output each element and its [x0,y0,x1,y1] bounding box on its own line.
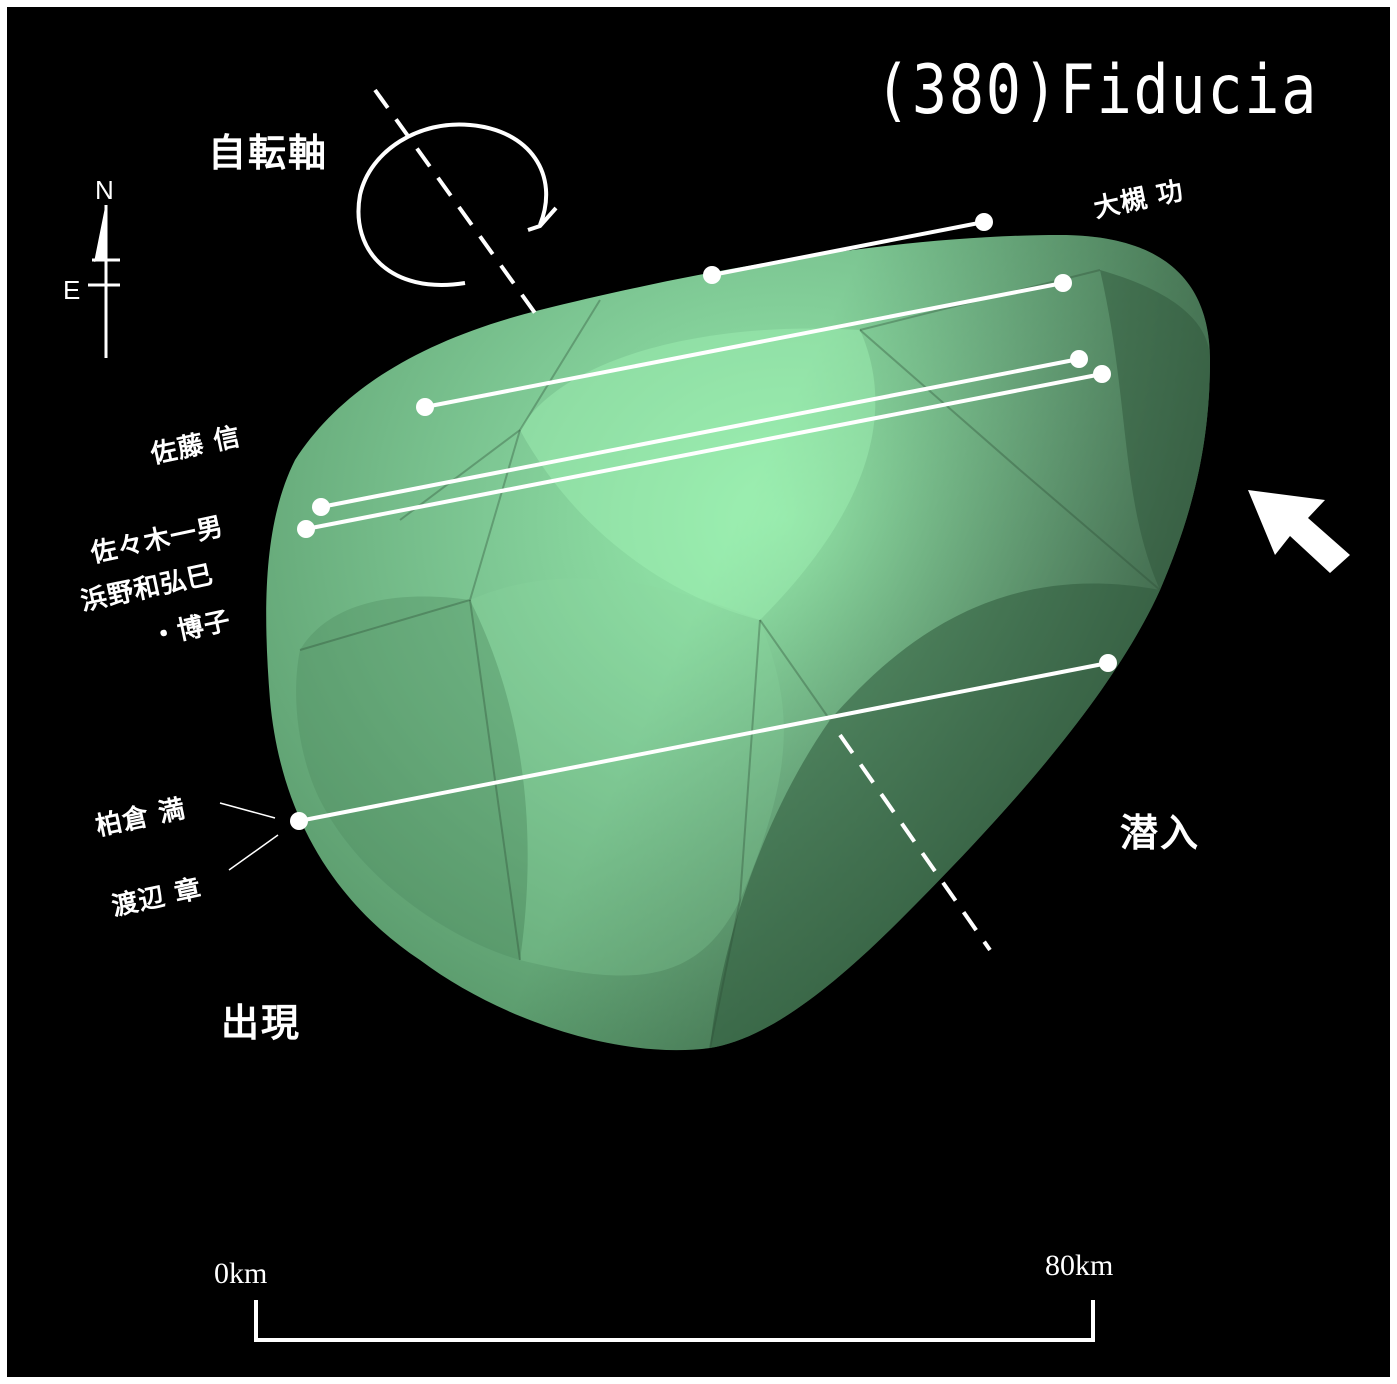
diagram-graphics [88,88,1350,1342]
scale-end-label: 80km [1045,1249,1114,1282]
scale-bar [254,1300,1095,1342]
chord-sasaki [312,350,1088,516]
rotation-axis-label: 自転軸 [208,131,329,175]
occultation-diagram: (380)Fiducia 自転軸 N E 大槻 功 佐藤 信 佐々木一男 浜野和… [7,7,1390,1377]
asteroid-shape [266,235,1211,1051]
compass [88,205,120,358]
label-leaders [219,802,279,871]
compass-east: E [63,275,81,305]
chart-title: (380)Fiducia [875,51,1319,130]
scale-start-label: 0km [214,1257,268,1290]
disappear-label: 潜入 [1120,811,1201,855]
appear-label: 出現 [221,1001,302,1045]
motion-direction-arrow [1248,490,1350,573]
chord-hamano [297,365,1111,538]
rotation-arrow [356,122,558,287]
compass-north: N [95,175,114,205]
chord-sato [416,274,1072,416]
chord-kashikura-watanabe [290,654,1117,830]
chords [290,213,1117,830]
chord-ohtsuki [703,213,993,284]
rotation-axis [373,88,992,952]
